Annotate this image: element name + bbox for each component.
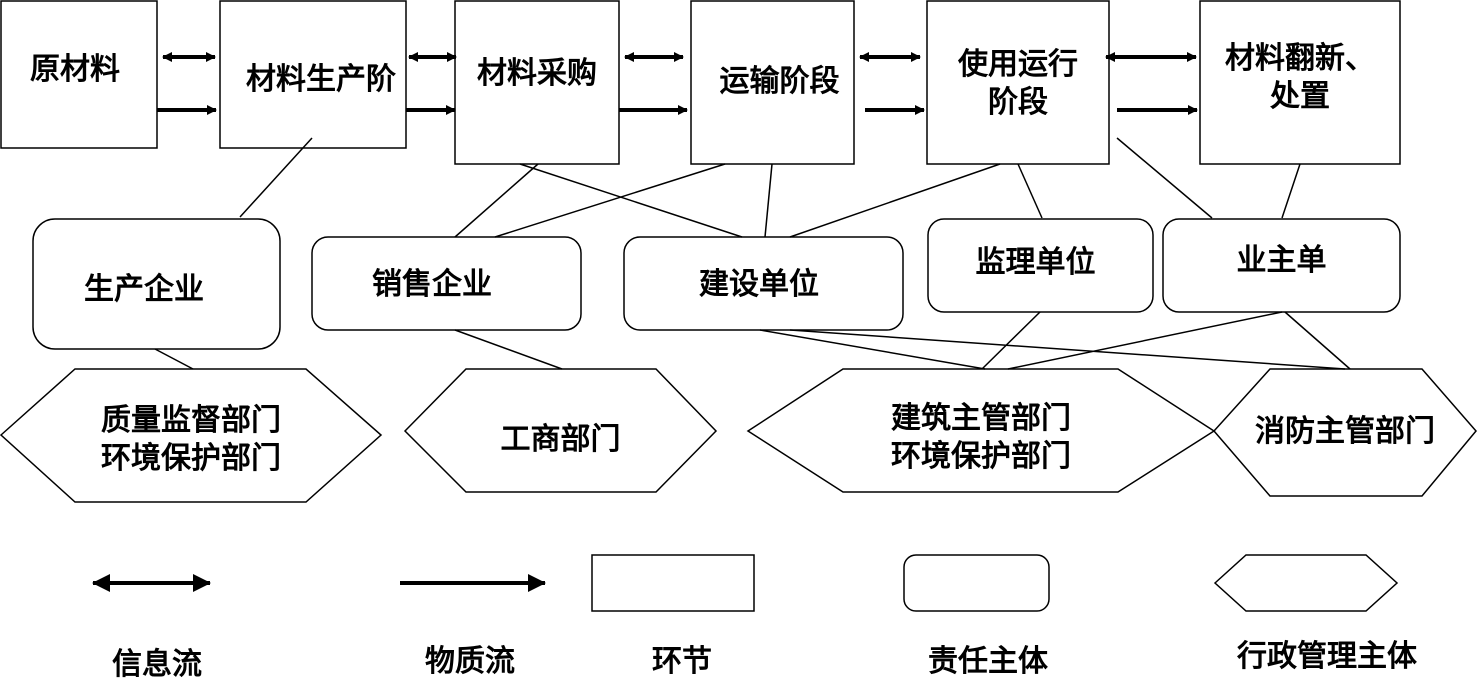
- material-flow-arrows: [157, 105, 1198, 592]
- stage-box-raw-material: [0, 0, 158, 149]
- authority-label-construction-env: 建筑主管部门 环境保护部门: [891, 401, 1071, 474]
- entity-box-supervisor: [927, 218, 1154, 313]
- stage-box-material-production: [219, 0, 407, 149]
- stage-label-transport: 运输阶段: [719, 64, 840, 99]
- authority-hex-fire: [1212, 368, 1477, 497]
- authority-hex-quality-env: [0, 368, 383, 503]
- stage-label-material-purchase: 材料采购: [477, 56, 597, 91]
- entity-box-seller: [311, 236, 582, 331]
- legend-label-material-flow: 物质流: [425, 644, 515, 679]
- info-flow-arrows: [92, 52, 1197, 592]
- stage-label-renewal: 材料翻新、 处置: [1225, 41, 1375, 114]
- stage-label-material-production: 材料生产阶: [246, 62, 396, 97]
- legend-stage-box: [591, 554, 755, 612]
- authority-label-commerce: 工商部门: [500, 422, 621, 457]
- legend-label-stage: 环节: [652, 644, 712, 679]
- stage-label-raw-material: 原材料: [30, 52, 120, 87]
- legend-authority-hex: [1213, 554, 1399, 612]
- stage-box-transport: [690, 0, 855, 165]
- entity-label-owner: 业主单: [1236, 243, 1327, 278]
- entity-label-builder: 建设单位: [699, 267, 819, 302]
- authority-hex-commerce: [403, 368, 718, 493]
- legend-label-responsible-party: 责任主体: [928, 644, 1048, 679]
- authority-label-fire: 消防主管部门: [1255, 414, 1435, 449]
- legend-entity-box: [903, 554, 1050, 612]
- entity-label-supervisor: 监理单位: [975, 245, 1096, 280]
- connector-lines: [154, 137, 1351, 370]
- legend-label-admin-body: 行政管理主体: [1237, 639, 1417, 674]
- authority-label-quality-env: 质量监督部门 环境保护部门: [101, 403, 281, 476]
- entity-label-producer: 生产企业: [84, 272, 204, 307]
- entity-label-seller: 销售企业: [372, 267, 492, 302]
- stage-label-operation: 使用运行 阶段: [958, 47, 1078, 120]
- legend-label-info-flow: 信息流: [112, 647, 202, 682]
